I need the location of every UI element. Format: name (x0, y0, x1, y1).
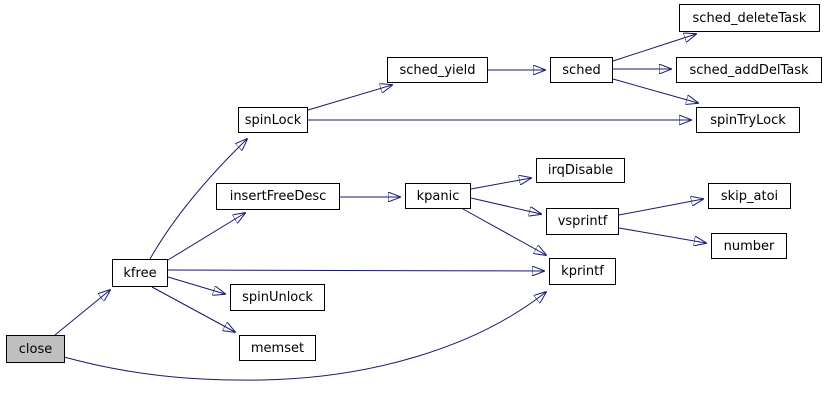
node-spinLock[interactable]: spinLock (238, 107, 308, 133)
node-memset[interactable]: memset (239, 335, 316, 361)
edge-kpanic-irqDisable (470, 178, 531, 190)
edge-spinLock-sched_yield (307, 85, 392, 111)
edge-sched-spinTryLock (612, 78, 698, 103)
node-spinTryLock[interactable]: spinTryLock (696, 107, 800, 133)
edge-sched-sched_deleteTask (612, 34, 696, 62)
edge-close-kfree (54, 290, 110, 336)
edge-close-kprintf (63, 292, 546, 381)
node-sched[interactable]: sched (550, 57, 613, 83)
node-vsprintf[interactable]: vsprintf (546, 208, 619, 235)
node-sched_yield[interactable]: sched_yield (387, 57, 488, 83)
node-number[interactable]: number (711, 233, 787, 259)
node-close: close (6, 335, 65, 363)
edge-kfree-spinLock (149, 139, 247, 260)
edge-kpanic-kprintf (462, 208, 546, 255)
node-spinUnlock[interactable]: spinUnlock (230, 284, 325, 311)
node-kprintf[interactable]: kprintf (549, 258, 616, 285)
edge-kfree-memset (151, 286, 235, 332)
node-kpanic[interactable]: kpanic (405, 183, 471, 209)
node-sched_addDelTask[interactable]: sched_addDelTask (676, 57, 822, 83)
edge-kpanic-vsprintf (470, 197, 541, 214)
edge-vsprintf-number (618, 227, 706, 243)
node-skip_atoi[interactable]: skip_atoi (708, 183, 791, 209)
node-kfree[interactable]: kfree (112, 259, 168, 287)
edge-kfree-insertFreeDesc (167, 213, 245, 261)
node-sched_deleteTask[interactable]: sched_deleteTask (679, 4, 820, 32)
edge-kfree-spinUnlock (167, 276, 225, 294)
edge-kfree-kprintf (167, 270, 544, 271)
node-insertFreeDesc[interactable]: insertFreeDesc (216, 183, 340, 210)
node-irqDisable[interactable]: irqDisable (536, 158, 625, 183)
edge-vsprintf-skip_atoi (618, 199, 703, 216)
